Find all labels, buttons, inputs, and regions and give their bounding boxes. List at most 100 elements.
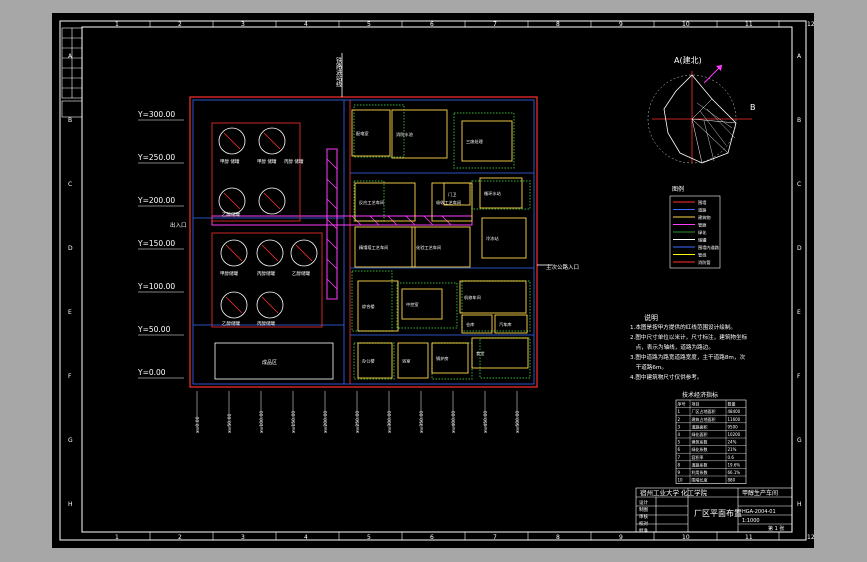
econ-cell: 11600 — [728, 417, 741, 422]
legend-item: 储罐 — [698, 237, 707, 244]
green-area — [471, 180, 531, 210]
column-label: 12 — [807, 21, 814, 28]
row-label: D — [797, 245, 802, 252]
column-label: 11 — [745, 21, 753, 28]
dim-label: x=100.00 — [259, 411, 265, 433]
row-label: A — [797, 53, 802, 60]
econ-cell: 2 — [678, 417, 681, 422]
row-label: F — [797, 373, 801, 380]
econ-cell: 数量 — [728, 401, 736, 407]
building-label: 循环水站 — [484, 190, 501, 197]
building-label: 吸收工艺车间 — [436, 199, 461, 206]
product-area-label: 成品区 — [262, 359, 277, 366]
row-label: E — [797, 309, 801, 316]
tank-label: 丙醇储罐 — [257, 270, 275, 277]
title-role: 审核 — [639, 513, 648, 520]
building-b13 — [354, 182, 416, 222]
site-plan: 甲醇 储罐甲醇 储罐丙醇 储罐乙醇储罐甲醇储罐丙醇储罐乙醇储罐乙醇储罐丙醇储罐成… — [170, 53, 579, 388]
title-drawing-name: 厂区平面布置 — [694, 508, 742, 518]
econ-cell: 10 — [678, 478, 684, 483]
building-b2 — [391, 109, 448, 159]
dim-label: x=500.00 — [515, 411, 521, 433]
building-b19 — [357, 280, 399, 332]
tank-icon — [218, 127, 246, 155]
legend-item: 管线 — [698, 252, 707, 259]
column-label: 1 — [115, 21, 119, 28]
y-label: Y=250.00 — [137, 153, 175, 162]
building-label: 中控室 — [406, 301, 419, 308]
building-b20 — [401, 288, 443, 320]
y-label: Y=300.00 — [137, 110, 175, 119]
tank-label: 甲醇 储罐 — [257, 158, 277, 165]
building-b24 — [357, 342, 393, 379]
column-label: 7 — [493, 534, 497, 541]
tank-label: 甲醇储罐 — [220, 270, 238, 277]
tank-icon — [290, 239, 318, 267]
building-label: 消防水池 — [396, 131, 414, 138]
row-label: C — [68, 181, 72, 188]
note-line: 干道路6m。 — [630, 363, 667, 371]
y-label: Y=50.00 — [137, 325, 171, 334]
row-label: B — [68, 117, 72, 124]
tank-icon — [220, 291, 248, 319]
outer-frame — [59, 20, 807, 541]
y-label: Y=150.00 — [137, 239, 175, 248]
legend-item: 围墙内道路 — [698, 244, 720, 251]
note-line: 2.图中尺寸单位以米计，尺寸标注，建筑物坐标 — [630, 333, 748, 341]
green-area — [453, 112, 515, 169]
tank-icon — [256, 239, 284, 267]
title-role: 制图 — [639, 506, 648, 513]
column-label: 2 — [178, 21, 182, 28]
legend-item: 绿化 — [698, 229, 707, 236]
title-scale: 1:1000 — [742, 518, 760, 524]
econ-cell: 880 — [728, 478, 736, 483]
column-label: 9 — [619, 534, 623, 541]
building-label: 化验工艺车间 — [416, 244, 441, 251]
green-area — [353, 342, 395, 380]
note-line: 4.图中建筑物尺寸仅供参考。 — [630, 373, 702, 381]
column-label: 5 — [367, 21, 371, 28]
green-area — [479, 337, 531, 379]
y-label: Y=0.00 — [137, 368, 166, 377]
econ-cell: 围墙长度 — [692, 477, 708, 483]
gate-left-label: 出入口 — [170, 221, 187, 229]
legend-item: 消防管 — [698, 259, 711, 266]
row-label: E — [68, 309, 72, 316]
title-role: 校对 — [639, 520, 648, 527]
buildings: 配电室消防水池三废处理反应工艺车间精馏塔工艺车间化验工艺车间吸收工艺车间循环水站… — [351, 109, 529, 379]
column-label: 5 — [367, 534, 371, 541]
building-b15 — [411, 226, 471, 268]
dim-label: x=200.00 — [323, 411, 329, 433]
title-school: 宿州工业大学 化工学院 — [640, 488, 708, 497]
pipe-rack-horizontal — [211, 215, 473, 226]
building-label: 冷冻站 — [486, 235, 499, 242]
y-label: Y=200.00 — [137, 196, 175, 205]
dim-label: x=300.00 — [387, 411, 393, 433]
title-block — [635, 487, 793, 533]
row-label: B — [797, 117, 801, 124]
product-area — [214, 342, 334, 380]
b-axis-label: B — [750, 103, 756, 112]
building-b26 — [431, 342, 469, 374]
building-label: 食堂 — [476, 350, 484, 357]
econ-cell: 道路系数 — [692, 461, 708, 467]
row-label: D — [68, 245, 73, 252]
legend-item: 围墙 — [698, 199, 706, 206]
building-label: 浴室 — [402, 358, 410, 365]
legend-title: 图例 — [672, 185, 684, 193]
design-notes: 说明 1.本图是按甲方提供的红线范围设计绘制。2.图中尺寸单位以米计，尺寸标注，… — [630, 313, 748, 381]
econ-cell: 绿化系数 — [692, 446, 708, 452]
econ-cell: 4 — [678, 432, 681, 437]
site-boundary — [189, 96, 538, 388]
title-number: HGA-2004-01 — [742, 509, 776, 515]
econ-cell: 19.6% — [728, 462, 741, 467]
north-compass: A(建北) B — [647, 55, 756, 164]
tank-label: 乙醇储罐 — [292, 270, 310, 277]
tank-icon — [218, 187, 246, 215]
title-role: 批准 — [639, 527, 648, 534]
row-label: H — [68, 501, 73, 508]
